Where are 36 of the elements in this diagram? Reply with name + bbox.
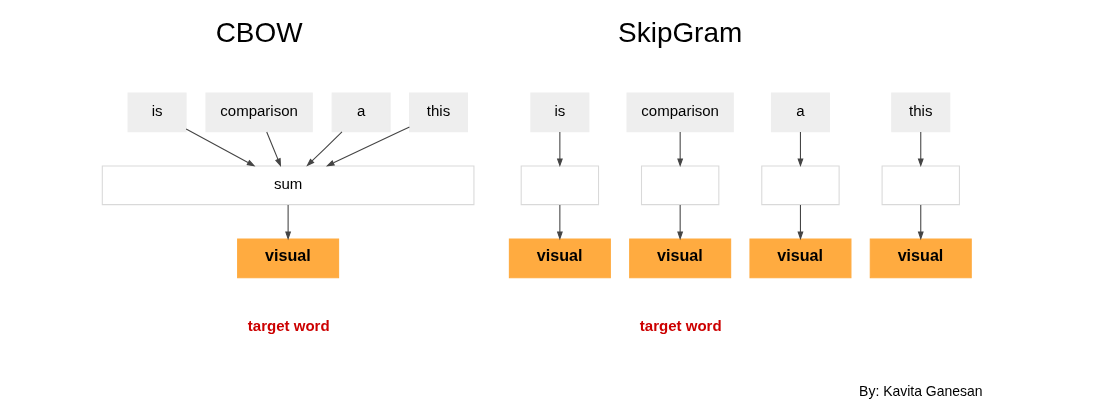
arrow bbox=[325, 126, 410, 167]
label: CBOW bbox=[215, 17, 303, 49]
node-box: a bbox=[331, 92, 391, 133]
arrow bbox=[185, 128, 256, 167]
node-box: visual bbox=[749, 238, 852, 279]
label: By: Kavita Ganesan bbox=[859, 383, 983, 400]
node-label: target word bbox=[247, 316, 330, 334]
node-box: visual bbox=[508, 238, 611, 279]
arrow bbox=[285, 204, 292, 241]
node-box: this bbox=[408, 92, 469, 133]
node-box: sum bbox=[101, 165, 475, 206]
node-box bbox=[761, 165, 840, 206]
arrow bbox=[306, 131, 343, 167]
arrow bbox=[677, 131, 684, 168]
arrow bbox=[797, 131, 804, 168]
node-box bbox=[881, 165, 960, 206]
node-box bbox=[640, 165, 720, 206]
node-box: a bbox=[770, 92, 830, 133]
node-box bbox=[520, 165, 600, 206]
node-box: this bbox=[891, 92, 951, 133]
node-box: comparison bbox=[205, 92, 313, 133]
arrow bbox=[556, 204, 563, 241]
arrow bbox=[917, 131, 924, 168]
arrow bbox=[677, 204, 684, 241]
node-box: visual bbox=[869, 238, 972, 279]
node-box: visual bbox=[237, 238, 340, 279]
node-box: is bbox=[127, 92, 187, 133]
label: SkipGram bbox=[618, 17, 743, 49]
label: target word bbox=[639, 316, 722, 334]
arrow bbox=[556, 131, 563, 168]
node-box: visual bbox=[629, 238, 732, 279]
arrow bbox=[797, 204, 804, 241]
arrow bbox=[266, 131, 282, 167]
node-box: comparison bbox=[626, 92, 734, 133]
node-box: is bbox=[530, 92, 590, 133]
arrow bbox=[917, 204, 924, 241]
